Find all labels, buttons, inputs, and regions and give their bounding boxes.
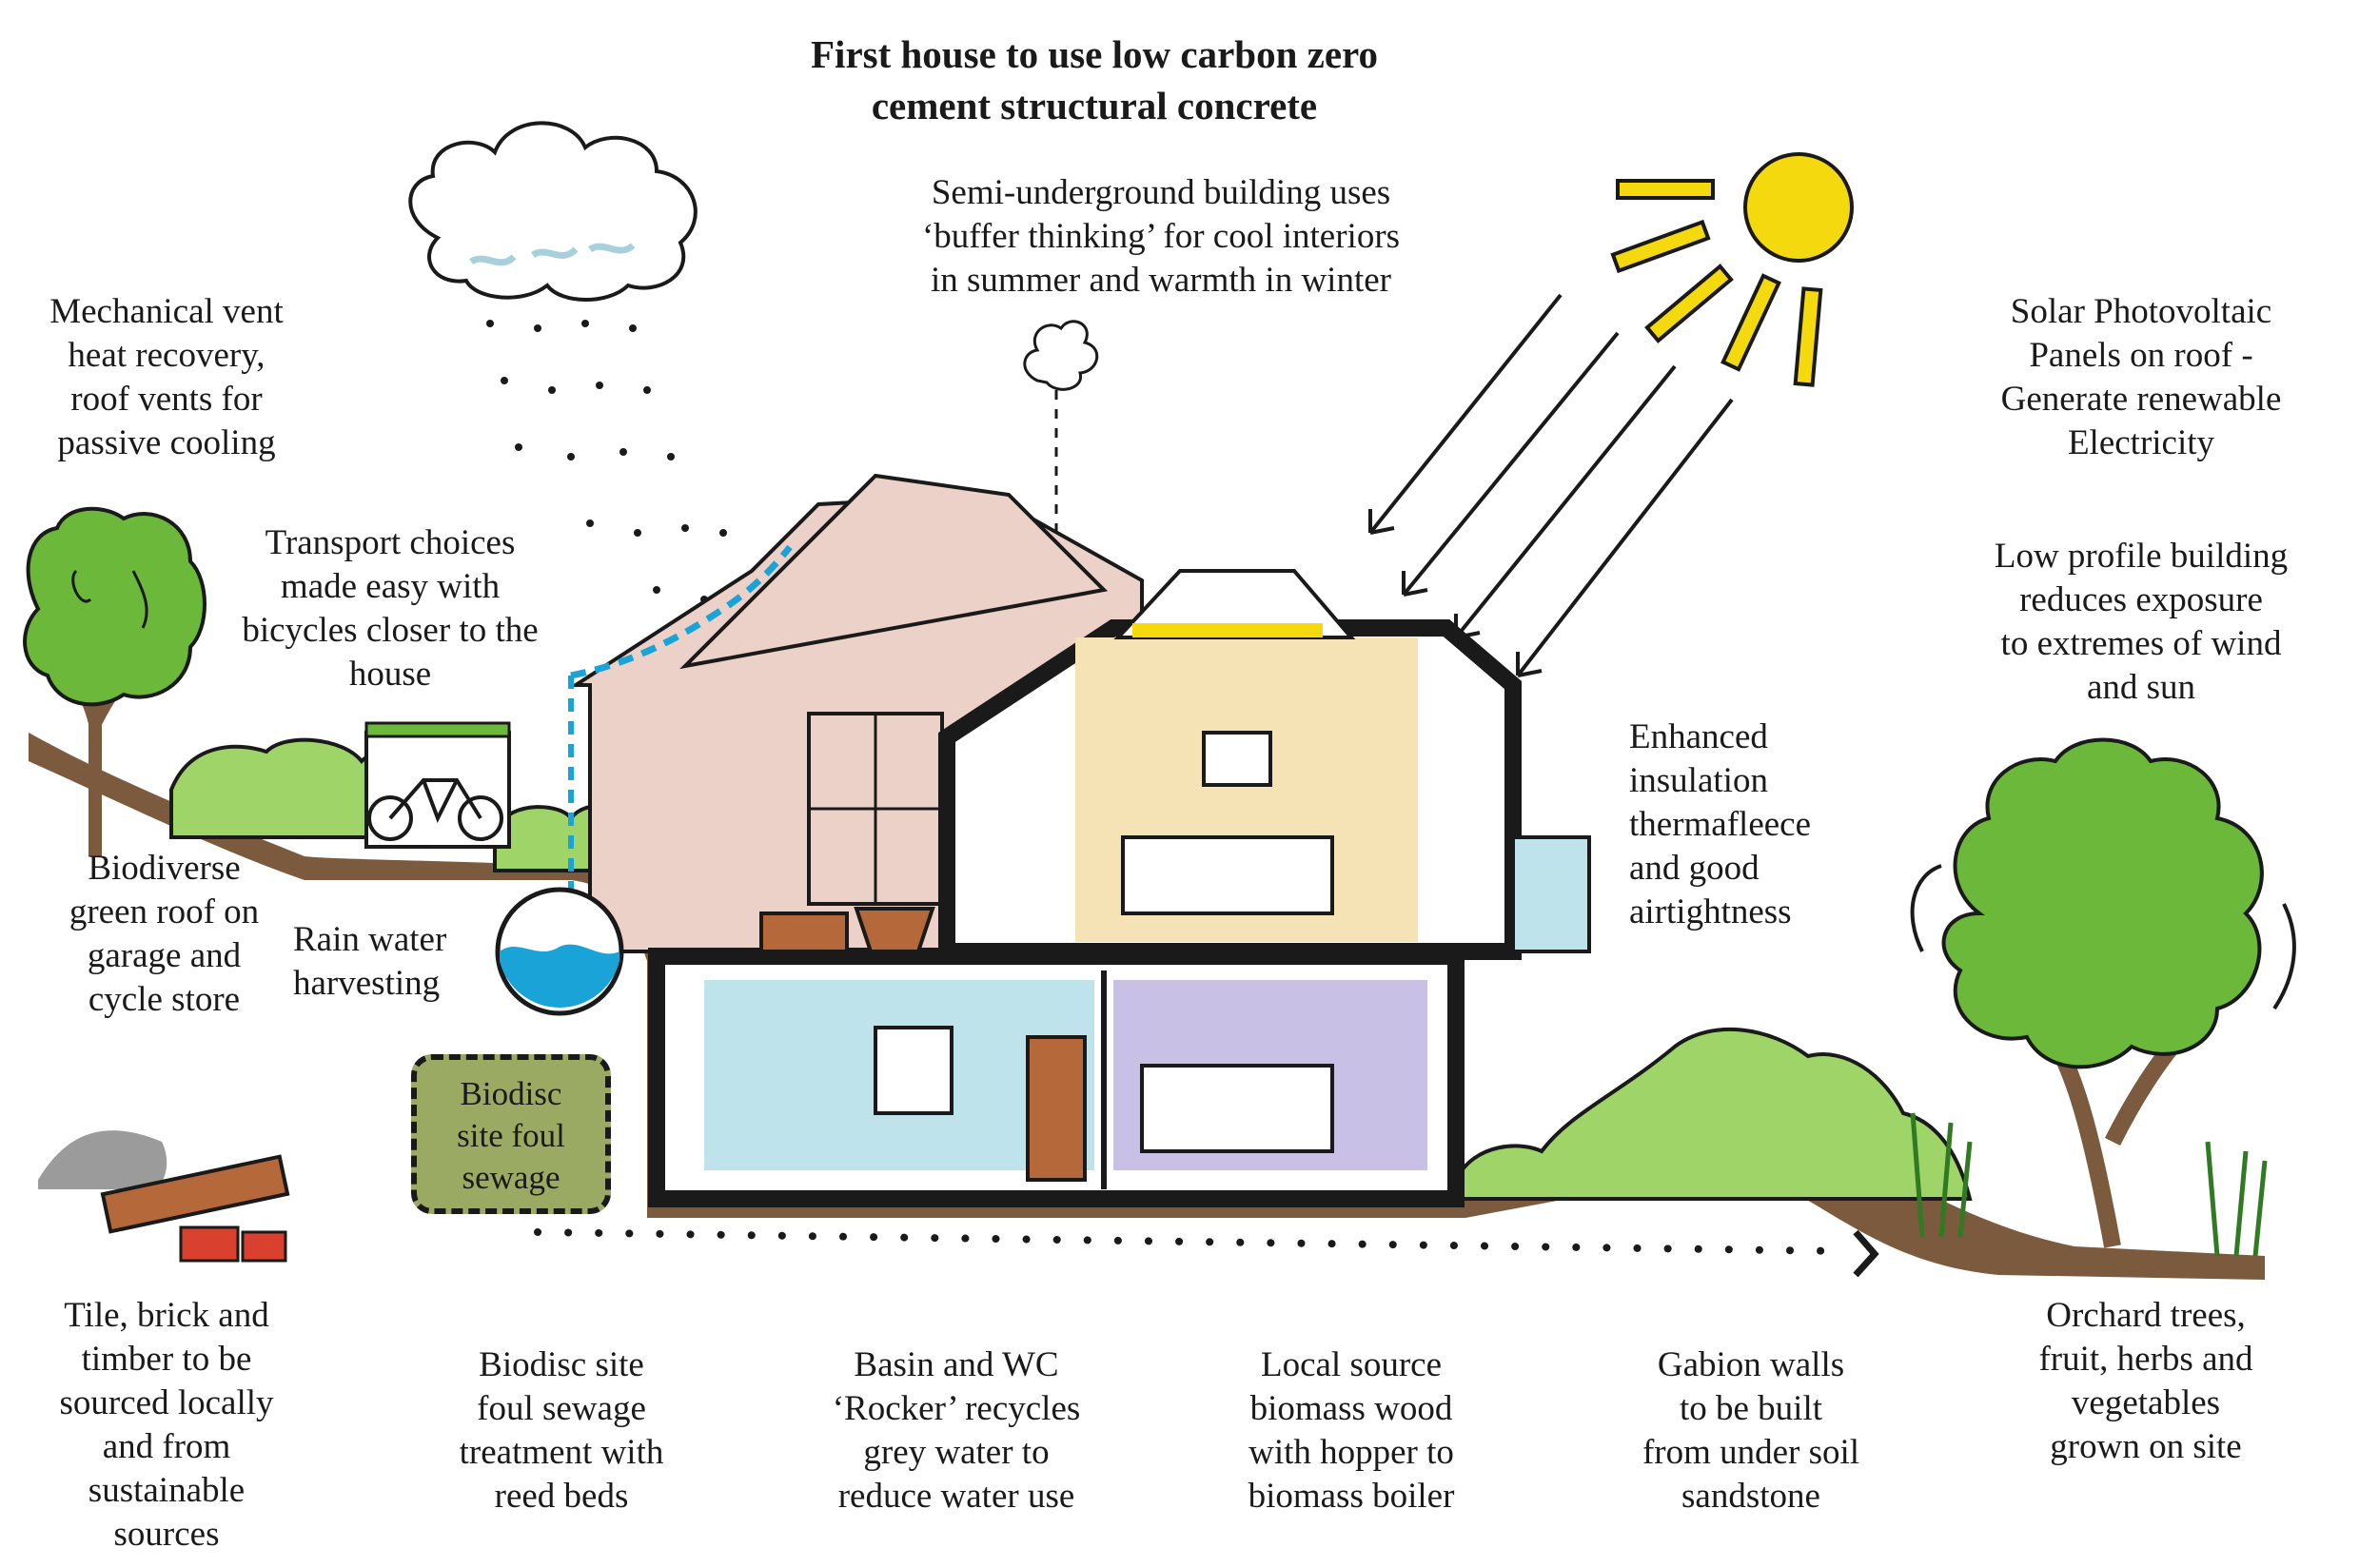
label-line: grown on site bbox=[2050, 1427, 2242, 1466]
label-basin-wc: Basin and WC ‘Rocker’ recycles grey wate… bbox=[795, 1343, 1118, 1519]
label-line: made easy with bbox=[280, 567, 501, 606]
label-line: sewage bbox=[462, 1159, 560, 1196]
label-line: heat recovery, bbox=[68, 336, 265, 375]
sun-icon bbox=[1610, 152, 1854, 387]
label-line: to extremes of wind bbox=[2000, 624, 2282, 663]
label-rain-water: Rain water harvesting bbox=[293, 918, 502, 1006]
label-line: Rain water bbox=[293, 920, 447, 959]
label-line: passive cooling bbox=[57, 423, 276, 462]
bicycle-icon bbox=[367, 778, 503, 841]
label-line: with hopper to bbox=[1248, 1433, 1454, 1472]
label-line: vegetables bbox=[2071, 1383, 2221, 1422]
title-line: cement structural concrete bbox=[871, 84, 1318, 127]
label-line: and sun bbox=[2086, 668, 2196, 707]
sun-ray-arrows bbox=[1368, 293, 1734, 677]
label-transport: Transport choices made easy with bicycle… bbox=[205, 521, 576, 696]
label-line: biomass wood bbox=[1249, 1389, 1453, 1428]
title-line: First house to use low carbon zero bbox=[811, 32, 1378, 76]
label-line: treatment with bbox=[459, 1433, 664, 1472]
smoke-icon bbox=[1023, 320, 1099, 951]
label-line: Biodisc site bbox=[479, 1345, 644, 1384]
label-line: from under soil bbox=[1642, 1433, 1860, 1472]
label-line: in summer and warmth in winter bbox=[931, 261, 1391, 300]
label-line: Generate renewable bbox=[2000, 380, 2282, 419]
label-line: house bbox=[348, 655, 432, 694]
diagram-title: First house to use low carbon zero cemen… bbox=[571, 29, 1618, 131]
label-semi-underground: Semi-underground building uses ‘buffer t… bbox=[780, 171, 1542, 303]
label-line: airtightness bbox=[1629, 892, 1792, 931]
label-tile-brick: Tile, brick and timber to be sourced loc… bbox=[19, 1294, 314, 1557]
label-line: ‘buffer thinking’ for cool interiors bbox=[921, 217, 1401, 256]
label-line: foul sewage bbox=[477, 1389, 646, 1428]
house-section bbox=[648, 569, 1591, 1207]
cycle-store bbox=[364, 721, 511, 849]
label-line: roof vents for bbox=[70, 380, 263, 419]
label-line: sources bbox=[113, 1515, 220, 1554]
label-line: reed beds bbox=[494, 1477, 629, 1516]
label-line: Gabion walls bbox=[1657, 1345, 1845, 1384]
label-line: Orchard trees, bbox=[2046, 1296, 2246, 1335]
label-insulation: Enhanced insulation thermafleece and goo… bbox=[1629, 715, 1877, 934]
label-mechanical-vent: Mechanical vent heat recovery, roof vent… bbox=[10, 290, 324, 465]
label-line: Semi-underground building uses bbox=[931, 173, 1391, 212]
label-biodisc-site: Biodisc site foul sewage treatment with … bbox=[419, 1343, 704, 1519]
label-line: thermafleece bbox=[1629, 805, 1812, 844]
label-line: sourced locally bbox=[59, 1383, 274, 1422]
water-tank-icon bbox=[495, 887, 624, 1016]
label-line: biomass boiler bbox=[1248, 1477, 1455, 1516]
label-line: sustainable bbox=[88, 1471, 246, 1510]
label-line: reduces exposure bbox=[2019, 580, 2263, 619]
label-line: harvesting bbox=[293, 964, 441, 1003]
label-line: and from bbox=[102, 1427, 231, 1466]
tree-icon bbox=[23, 506, 206, 856]
brick-pile-icon bbox=[38, 1130, 290, 1263]
label-line: Solar Photovoltaic bbox=[2010, 292, 2272, 331]
cloud-icon bbox=[408, 121, 698, 302]
label-line: fruit, herbs and bbox=[2038, 1340, 2253, 1379]
label-line: garage and bbox=[87, 936, 242, 975]
reed-beds bbox=[1910, 1112, 2268, 1257]
label-line: Enhanced bbox=[1629, 717, 1768, 756]
biodisc-box: Biodisc site foul sewage bbox=[411, 1054, 611, 1214]
label-line: Tile, brick and bbox=[64, 1296, 269, 1335]
label-gabion: Gabion walls to be built from under soil… bbox=[1599, 1343, 1903, 1519]
orchard-tree-icon bbox=[1910, 737, 2296, 1248]
label-line: and good bbox=[1629, 849, 1760, 888]
label-line: reduce water use bbox=[837, 1477, 1075, 1516]
label-line: ‘Rocker’ recycles bbox=[832, 1389, 1081, 1428]
label-solar-pv: Solar Photovoltaic Panels on roof - Gene… bbox=[1951, 290, 2331, 465]
label-line: Local source bbox=[1260, 1345, 1443, 1384]
label-line: to be built bbox=[1679, 1389, 1823, 1428]
label-line: Mechanical vent bbox=[49, 292, 284, 331]
label-line: Transport choices bbox=[265, 523, 516, 562]
label-biomass: Local source biomass wood with hopper to… bbox=[1199, 1343, 1504, 1519]
label-line: Biodiverse bbox=[88, 849, 241, 888]
label-green-roof: Biodiverse green roof on garage and cycl… bbox=[29, 847, 300, 1022]
label-line: insulation bbox=[1629, 761, 1768, 800]
label-line: grey water to bbox=[863, 1433, 1050, 1472]
label-line: timber to be bbox=[81, 1340, 252, 1379]
label-line: Basin and WC bbox=[854, 1345, 1059, 1384]
label-line: Panels on roof - bbox=[2029, 336, 2253, 375]
label-orchard: Orchard trees, fruit, herbs and vegetabl… bbox=[1989, 1294, 2303, 1469]
label-line: Biodisc bbox=[460, 1075, 562, 1112]
hedges bbox=[169, 737, 1973, 1201]
label-low-profile: Low profile building reduces exposure to… bbox=[1951, 535, 2331, 710]
label-line: sandstone bbox=[1681, 1477, 1820, 1516]
label-line: cycle store bbox=[88, 980, 241, 1019]
label-line: Low profile building bbox=[1994, 537, 2289, 576]
label-line: Electricity bbox=[2067, 423, 2215, 462]
label-line: site foul bbox=[457, 1117, 565, 1154]
label-line: bicycles closer to the bbox=[242, 611, 539, 650]
label-line: green roof on bbox=[69, 892, 260, 931]
